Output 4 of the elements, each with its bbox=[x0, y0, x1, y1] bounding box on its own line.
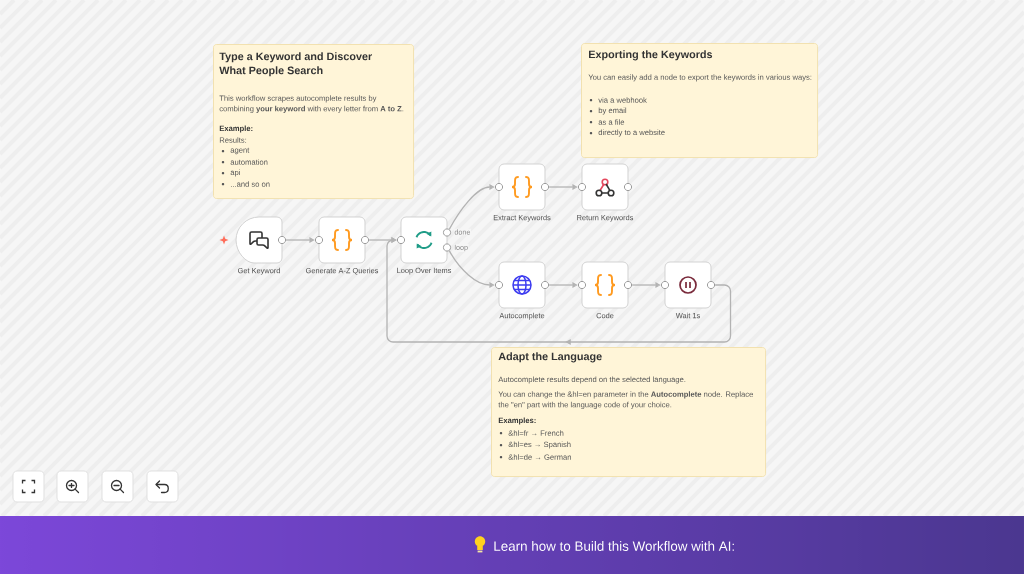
footer-text: Learn how to Build this Workflow with AI: bbox=[494, 541, 734, 551]
note-heading: Exporting the Keywords bbox=[589, 50, 713, 61]
note-heading: Adapt the Language bbox=[498, 352, 602, 363]
note-heading: Type a Keyword and Discover What People Search bbox=[219, 52, 372, 77]
